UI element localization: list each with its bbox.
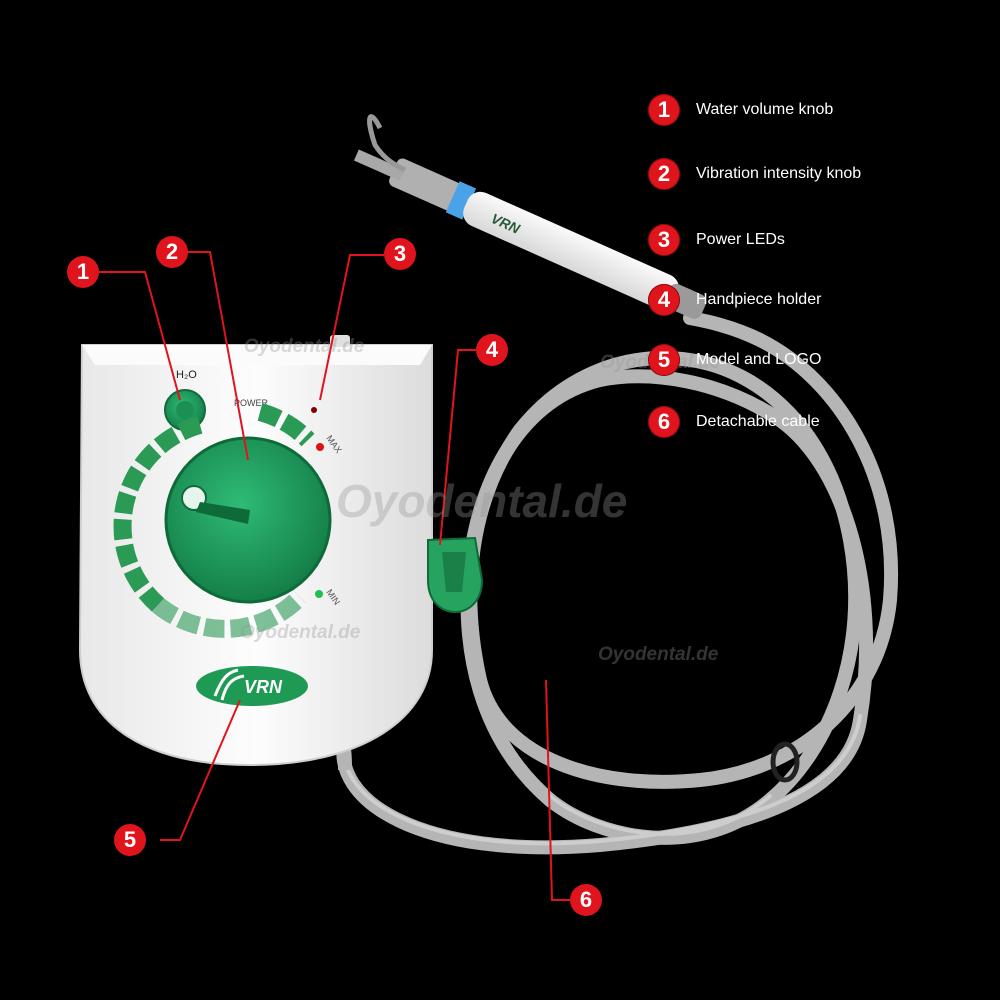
vibration-intensity-knob	[164, 436, 332, 604]
callout-5: 5	[114, 824, 146, 856]
legend-item-power-leds: 3 Power LEDs	[648, 220, 785, 260]
intensity-scale	[113, 403, 315, 638]
legend-label: Water volume knob	[696, 101, 834, 118]
legend-label: Handpiece holder	[696, 291, 822, 308]
power-label: POWER	[234, 398, 269, 408]
legend-number: 4	[648, 284, 680, 316]
logo-text: VRN	[244, 677, 283, 697]
legend-item-water-volume: 1 Water volume knob	[648, 90, 833, 130]
h2o-label: H₂O	[176, 369, 197, 381]
legend-item-vibration-intensity: 2 Vibration intensity knob	[648, 154, 861, 194]
watermark-lower-left: Oyodental.de	[240, 622, 361, 643]
power-leds	[311, 407, 324, 598]
callout-4: 4	[476, 334, 508, 366]
legend-number: 6	[648, 406, 680, 438]
legend-label: Vibration intensity knob	[696, 165, 862, 182]
legend-item-handpiece-holder: 4 Handpiece holder	[648, 280, 821, 320]
handpiece: VRN	[353, 114, 707, 319]
legend-item-detachable-cable: 6 Detachable cable	[648, 402, 820, 442]
legend-label: Model and LOGO	[696, 351, 822, 368]
handpiece-holder	[427, 536, 484, 614]
watermark-main: Oyodental.de	[336, 475, 628, 527]
cable-tie	[770, 741, 800, 783]
legend-number: 1	[648, 94, 680, 126]
legend-number: 3	[648, 224, 680, 256]
legend-label: Detachable cable	[696, 413, 820, 430]
legend-number: 2	[648, 158, 680, 190]
vrn-logo	[196, 666, 308, 706]
watermark-top: Oyodental.de	[244, 336, 365, 357]
callout-3: 3	[384, 238, 416, 270]
watermark-lower-right: Oyodental.de	[598, 644, 719, 665]
legend-item-model-logo: 5 Model and LOGO	[648, 340, 821, 380]
legend-label: Power LEDs	[696, 231, 785, 248]
callout-6: 6	[570, 884, 602, 916]
callout-2: 2	[156, 236, 188, 268]
callout-lines	[97, 251, 570, 901]
legend-number: 5	[648, 344, 680, 376]
callout-1: 1	[67, 256, 99, 288]
